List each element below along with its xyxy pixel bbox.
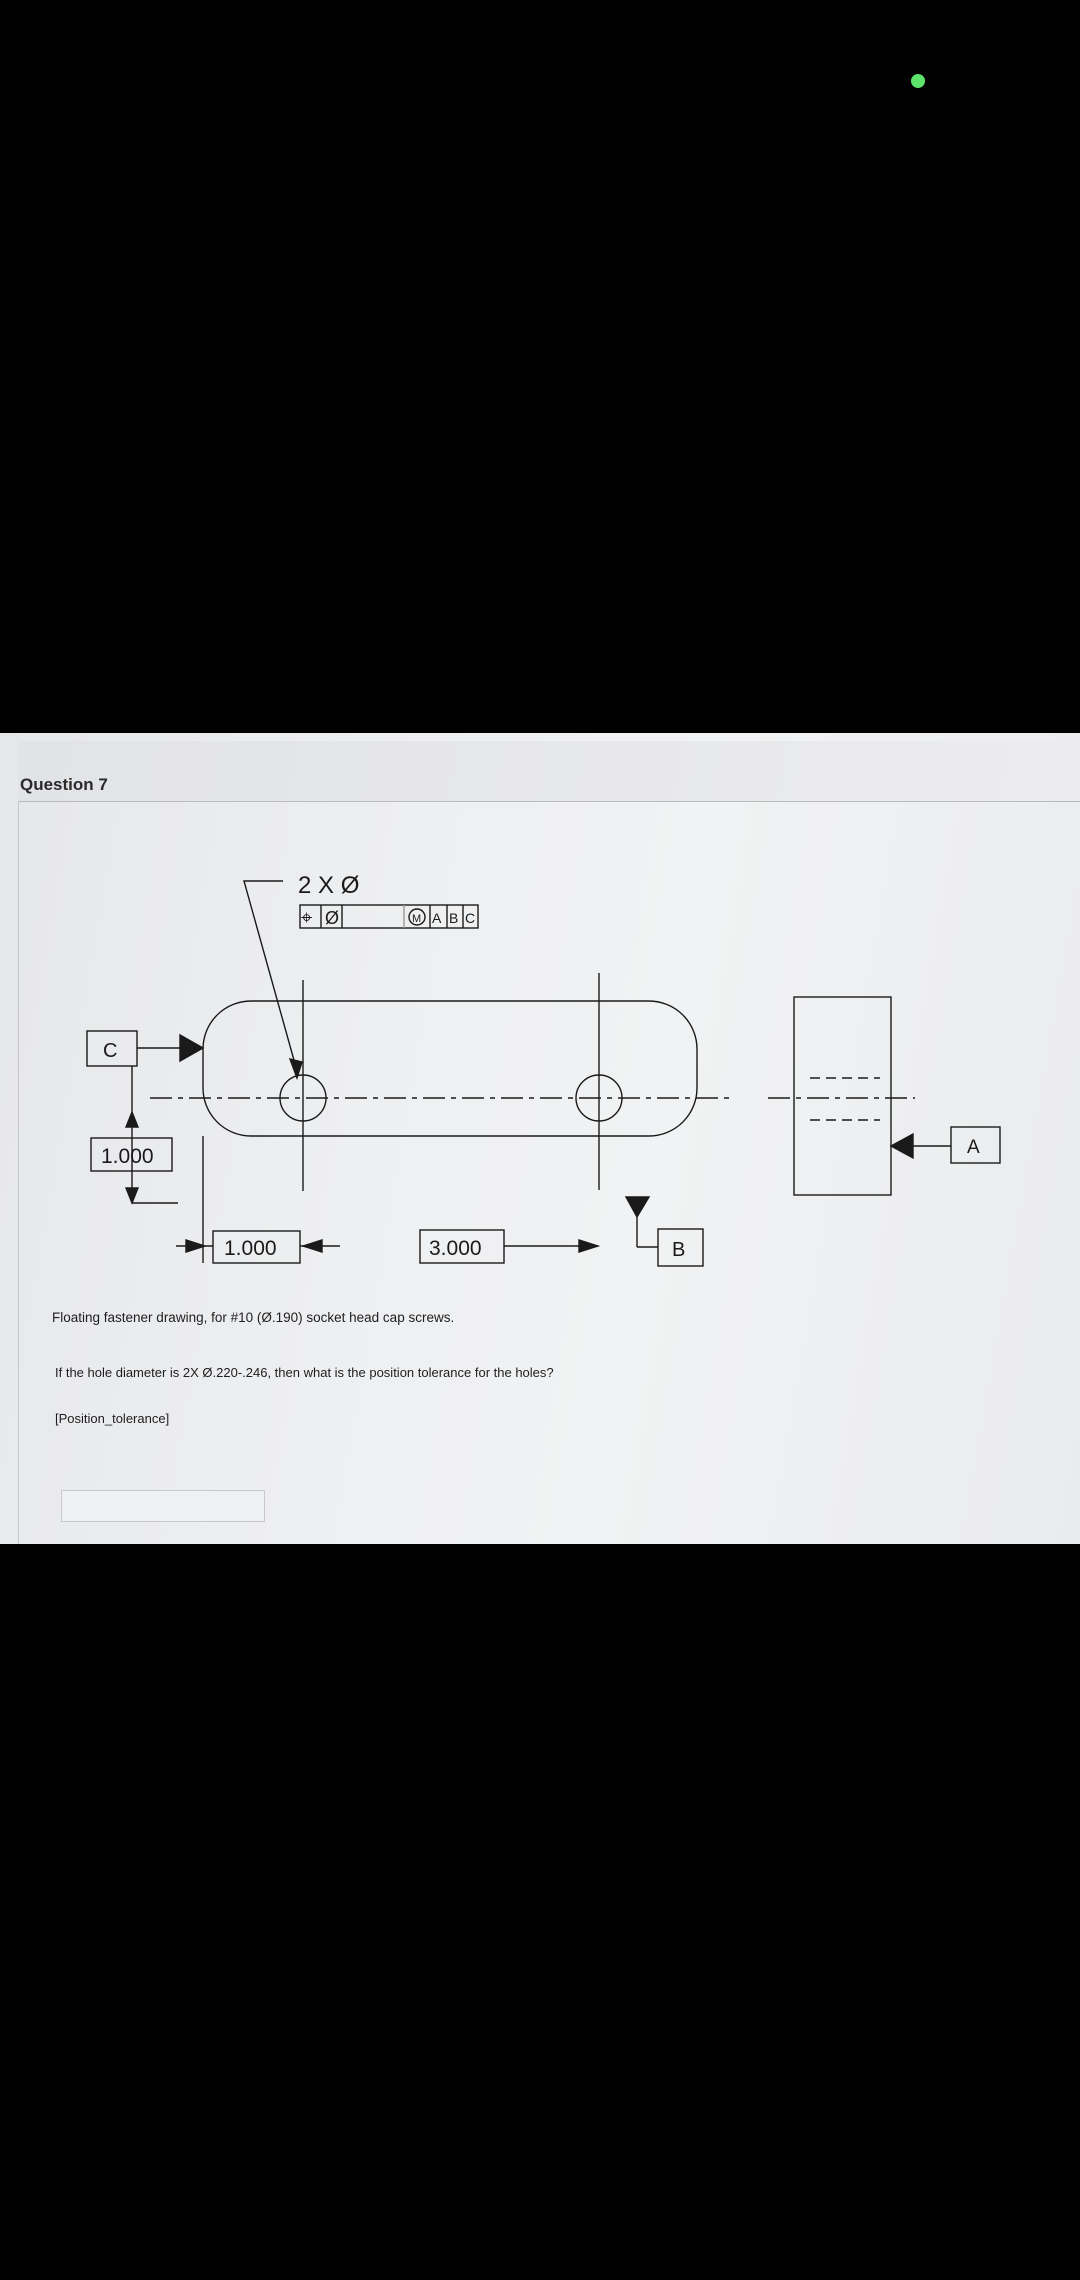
datum-b-box xyxy=(657,1228,704,1267)
datum-b-label: B xyxy=(672,1239,685,1261)
side-view xyxy=(793,996,892,1196)
datum-a-triangle xyxy=(889,1132,914,1160)
plate-outline xyxy=(202,1000,698,1137)
fcf-datum-b: B xyxy=(449,910,458,926)
leader-arrowhead xyxy=(288,1057,303,1081)
drawing-caption: Floating fastener drawing, for #10 (Ø.19… xyxy=(52,1310,455,1325)
answer-placeholder-tag: [Position_tolerance] xyxy=(55,1411,170,1426)
answer-input[interactable] xyxy=(61,1490,265,1522)
status-indicator-dot xyxy=(911,74,925,88)
gdt-drawing: 2 X Ø ⌖ Ø M A B C C 1.000 1.000 3.000 B … xyxy=(86,872,1001,1267)
dim-vertical-value: 1.000 xyxy=(101,1145,154,1168)
question-prompt: If the hole diameter is 2X Ø.220-.246, t… xyxy=(55,1365,554,1380)
fcf-diameter: Ø xyxy=(325,908,339,928)
datum-a-label: A xyxy=(967,1137,980,1158)
datum-c-label: C xyxy=(103,1040,117,1062)
datum-b-triangle xyxy=(624,1196,651,1219)
question-title: Question 7 xyxy=(20,775,108,794)
hole-note: 2 X Ø xyxy=(298,872,359,899)
fcf-datum-a: A xyxy=(432,910,442,926)
fcf-frame xyxy=(299,904,479,929)
dim-horizontal-value: 1.000 xyxy=(224,1237,277,1260)
dim-horizontal-box xyxy=(212,1230,301,1264)
datum-c-triangle xyxy=(179,1033,205,1063)
datum-a-box xyxy=(950,1126,1001,1164)
hole-left xyxy=(279,1074,327,1122)
fcf-datum-c: C xyxy=(465,910,475,926)
hole-right xyxy=(575,1074,623,1122)
position-symbol-icon: ⌖ xyxy=(301,907,312,929)
modifier-circle xyxy=(408,908,426,926)
dim-vertical-box xyxy=(90,1137,173,1172)
dim-spacing-value: 3.000 xyxy=(429,1237,482,1260)
fcf-modifier: M xyxy=(412,913,421,925)
question-photo: Question 7 xyxy=(0,733,1080,1544)
leader-line xyxy=(243,880,298,1072)
question-header-bar xyxy=(18,741,1080,802)
panel-left-border xyxy=(18,801,19,1544)
